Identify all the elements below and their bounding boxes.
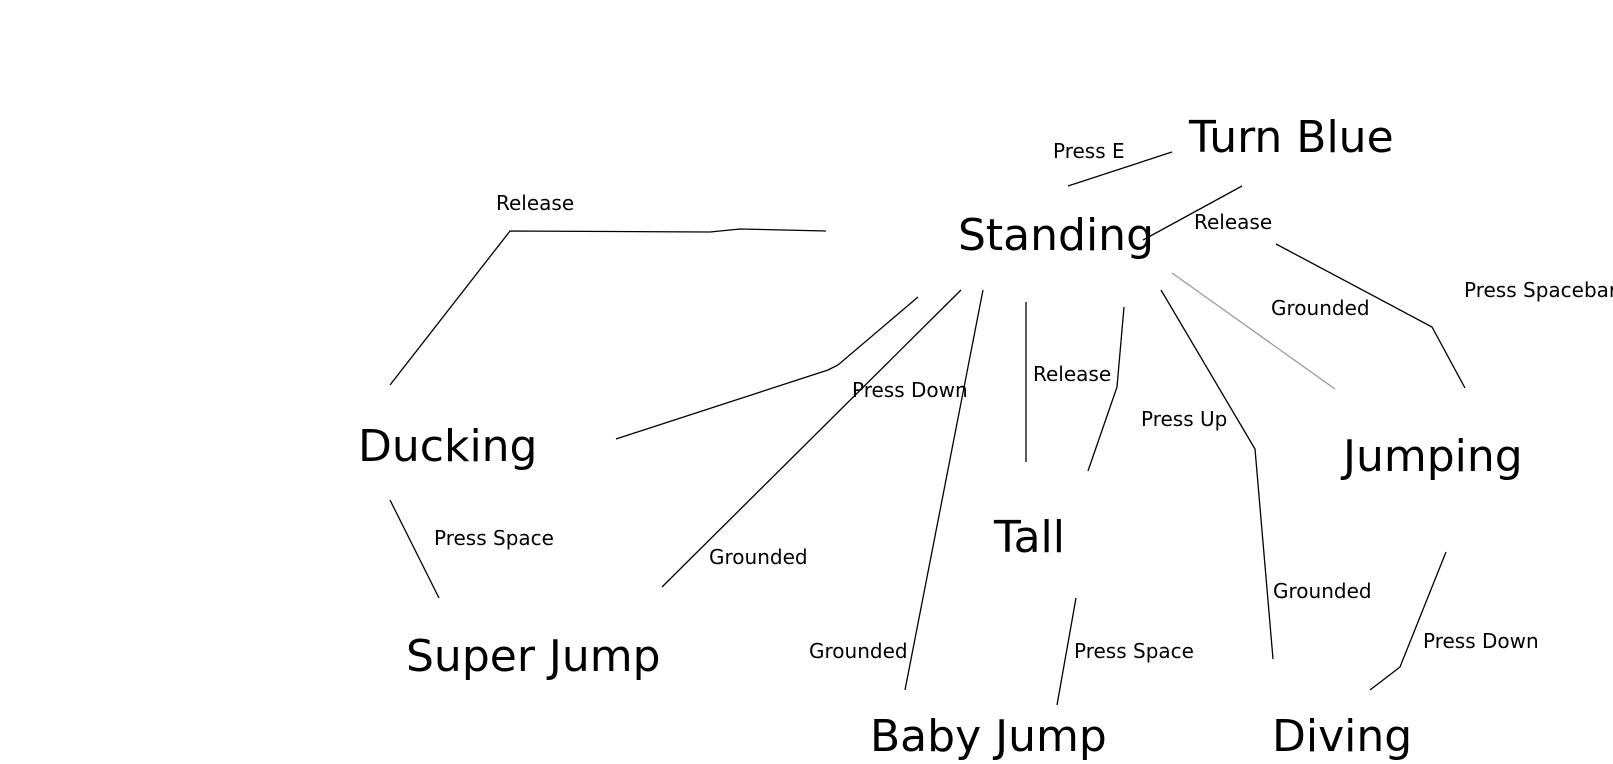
edge-ducking-standing-release — [389, 228, 827, 386]
label-press-e: Press E — [1053, 139, 1125, 163]
state-super-jump: Super Jump — [406, 631, 661, 682]
edges — [389, 151, 1466, 706]
edge-standing-turn-blue-press-e — [1067, 151, 1173, 187]
edge-standing-jumping-press-spacebar — [1275, 243, 1466, 389]
edge-tall-baby-jump-press-space — [1056, 597, 1077, 706]
edge-baby-jump-standing-grounded — [904, 289, 984, 691]
edge-super-jump-standing-grounded — [661, 289, 962, 588]
label-release-turn-blue: Release — [1194, 210, 1272, 234]
transition-labels: Press E Release Release Press Spacebar G… — [434, 139, 1613, 663]
label-press-space-ducking: Press Space — [434, 526, 554, 550]
label-release-ducking: Release — [496, 191, 574, 215]
label-press-spacebar: Press Spacebar — [1464, 278, 1613, 302]
edge-ducking-super-jump-press-space — [389, 499, 440, 599]
label-press-down-ducking: Press Down — [852, 378, 968, 402]
edge-standing-tall-press-up — [1087, 306, 1125, 472]
label-grounded-baby-jump: Grounded — [809, 639, 908, 663]
label-grounded-jumping: Grounded — [1271, 296, 1370, 320]
label-press-down-jumping: Press Down — [1423, 629, 1539, 653]
label-press-space-tall: Press Space — [1074, 639, 1194, 663]
edge-jumping-standing-grounded — [1171, 272, 1336, 390]
state-baby-jump: Baby Jump — [870, 711, 1107, 762]
edge-diving-standing-grounded — [1160, 289, 1274, 660]
label-press-up: Press Up — [1141, 407, 1227, 431]
edge-turn-blue-standing-release — [1142, 185, 1243, 241]
edge-jumping-diving-press-down — [1369, 551, 1447, 691]
states: Turn Blue Standing Ducking Jumping Tall … — [358, 112, 1523, 762]
state-standing: Standing — [958, 210, 1154, 261]
edge-standing-ducking-press-down — [615, 296, 919, 440]
state-tall: Tall — [993, 512, 1065, 563]
state-diving: Diving — [1272, 711, 1412, 762]
state-ducking: Ducking — [358, 421, 537, 472]
state-turn-blue: Turn Blue — [1188, 112, 1394, 163]
label-grounded-super-jump: Grounded — [709, 545, 808, 569]
state-jumping: Jumping — [1340, 431, 1523, 482]
label-grounded-diving: Grounded — [1273, 579, 1372, 603]
label-release-tall: Release — [1033, 362, 1111, 386]
